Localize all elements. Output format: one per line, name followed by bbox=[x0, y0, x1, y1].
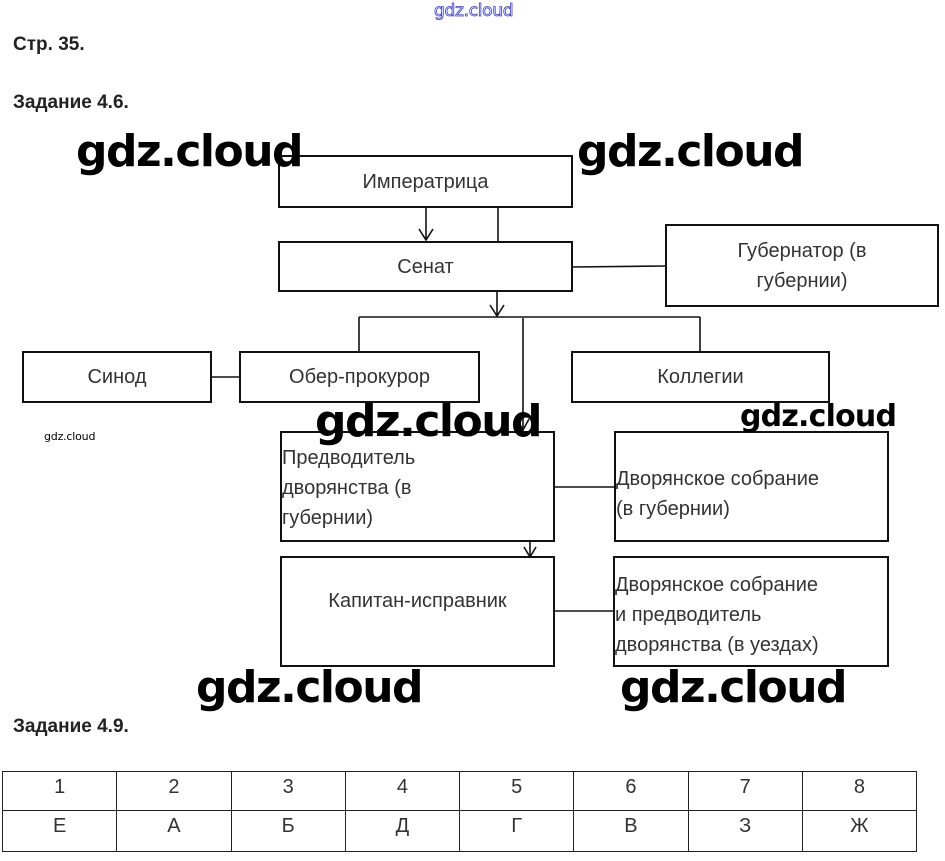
table-cell-number: 4 bbox=[344, 771, 461, 811]
node-marshal-label-line3: губернии) bbox=[282, 506, 374, 529]
table-cell-number: 3 bbox=[230, 771, 346, 811]
node-synod-label: Синод bbox=[87, 366, 147, 388]
node-assembly-province: Дворянское собрание (в губернии) bbox=[614, 431, 889, 542]
table-cell-number: 6 bbox=[573, 771, 689, 811]
table-cell-letter: Б bbox=[230, 810, 346, 852]
watermark: gdz.cloud bbox=[740, 399, 897, 434]
watermark: gdz.cloud bbox=[315, 396, 543, 447]
node-marshal-label-line1: Предводитель bbox=[282, 446, 416, 469]
answer-table-letters-row: Е А Б Д Г В З Ж bbox=[1, 810, 918, 852]
node-empress-label: Императрица bbox=[362, 170, 489, 193]
node-governor-label-line1: Губернатор (в bbox=[737, 239, 867, 262]
node-assembly-province-line1: Дворянское собрание bbox=[616, 468, 820, 490]
node-collegia: Коллегии bbox=[571, 351, 830, 403]
table-cell-number: 8 bbox=[801, 771, 918, 811]
node-empress: Императрица bbox=[278, 155, 573, 208]
table-cell-number: 7 bbox=[687, 771, 803, 811]
node-governor: Губернатор (в губернии) bbox=[665, 224, 939, 307]
node-ober-procurator-label: Обер-прокурор bbox=[289, 366, 430, 388]
table-cell-letter: Е bbox=[1, 810, 118, 852]
node-collegia-label: Коллегии bbox=[657, 366, 744, 388]
watermark: gdz.cloud bbox=[577, 126, 805, 177]
answer-table-numbers-row: 1 2 3 4 5 6 7 8 bbox=[1, 771, 918, 811]
watermark-top: gdz.cloud bbox=[434, 1, 514, 22]
node-synod: Синод bbox=[22, 351, 212, 403]
node-senate: Сенат bbox=[278, 241, 573, 292]
table-cell-number: 5 bbox=[458, 771, 575, 811]
node-governor-label-line2: губернии) bbox=[756, 269, 848, 292]
node-assembly-uezd-line3: дворянства (в уездах) bbox=[615, 633, 819, 656]
node-assembly-uezd-line2: и предводитель bbox=[615, 603, 762, 626]
node-senate-label: Сенат bbox=[397, 255, 454, 278]
node-ober-procurator: Обер-прокурор bbox=[239, 351, 480, 403]
node-captain-ispravnik: Капитан-исправник bbox=[280, 556, 555, 667]
node-assembly-province-line2: (в губернии) bbox=[616, 498, 730, 520]
table-cell-letter: Г bbox=[458, 810, 575, 852]
table-cell-letter: Ж bbox=[801, 810, 918, 852]
node-assembly-uezd: Дворянское собрание и предводитель дворя… bbox=[613, 556, 889, 667]
node-marshal-province: Предводитель дворянства (в губернии) bbox=[280, 431, 555, 542]
node-captain-label: Капитан-исправник bbox=[328, 590, 507, 612]
node-marshal-label-line2: дворянства (в bbox=[282, 476, 412, 499]
watermark: gdz.cloud bbox=[196, 662, 424, 713]
table-cell-number: 1 bbox=[1, 771, 118, 811]
connector-senate-governor bbox=[571, 265, 667, 268]
page-reference: Стр. 35. bbox=[13, 34, 85, 55]
answer-table: 1 2 3 4 5 6 7 8 Е А Б Д Г В З Ж bbox=[1, 771, 918, 852]
watermark: gdz.cloud bbox=[76, 126, 304, 177]
node-assembly-uezd-line1: Дворянское собрание bbox=[615, 573, 819, 596]
watermark: gdz.cloud bbox=[620, 662, 848, 713]
task-4-9-title: Задание 4.9. bbox=[13, 716, 129, 737]
task-4-6-title: Задание 4.6. bbox=[13, 92, 129, 113]
arrow-head-senate bbox=[418, 228, 434, 242]
table-cell-letter: А bbox=[116, 810, 232, 852]
table-cell-letter: В bbox=[573, 810, 689, 852]
watermark-small: gdz.cloud bbox=[44, 430, 96, 443]
table-cell-letter: Д bbox=[344, 810, 461, 852]
table-cell-number: 2 bbox=[116, 771, 232, 811]
table-cell-letter: З bbox=[687, 810, 803, 852]
arrow-head-senate-down bbox=[489, 304, 505, 318]
